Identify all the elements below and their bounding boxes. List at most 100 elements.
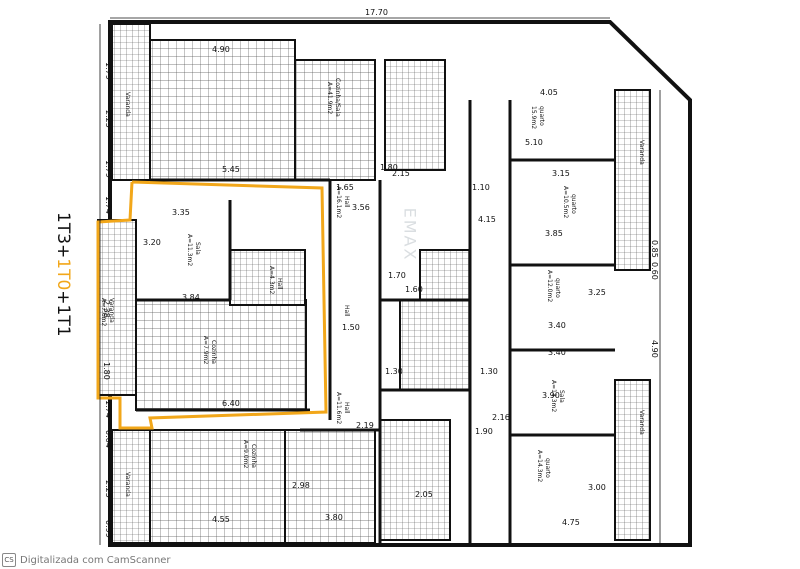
dim-v10: 2.15 (392, 169, 410, 178)
watermark: EMAX (400, 207, 420, 262)
dim-v13: 2.16 (492, 413, 510, 422)
dim-left-e: 2.38 (102, 300, 111, 318)
label-sala-1t0: Sala (194, 242, 201, 255)
dim-right-edge-a: 4.90 (650, 340, 659, 358)
dim-v15: 3.20 (143, 238, 161, 247)
dim-v9: 1.10 (472, 183, 490, 192)
dim-right-edge-b: 0.85 (650, 240, 659, 258)
dim-left-j: 0.99 (104, 520, 113, 538)
left-dimension-labels: 1.79 2.25 1.79 1.74 2.38 1.80 1.74 0.64 … (102, 62, 659, 538)
dim-v7: 1.50 (342, 323, 360, 332)
label-hall-mid: Hall (343, 305, 350, 317)
label-varanda-tl: Varanda (124, 92, 131, 117)
dim-left-f: 1.80 (102, 362, 111, 380)
label-quarto-4-area: A=14.3m2 (536, 450, 543, 482)
label-cozinha-1t0-area: A=7.9m2 (202, 336, 209, 365)
label-hall-1t0: Hall (276, 278, 283, 290)
apartment-types-highlight: 1T0 (53, 258, 73, 290)
scanner-footer: CS Digitalizada com CamScanner (2, 553, 171, 567)
label-sala-r: Sala (558, 390, 565, 403)
dim-v8: 1.80 (380, 163, 398, 172)
dim-top-room: 4.90 (212, 45, 230, 54)
label-hall-top: Hall (343, 196, 350, 208)
dim-cozinha-width: 3.84 (182, 293, 200, 302)
dim-v2: 4.15 (478, 215, 496, 224)
label-varanda-br: Varanda (638, 410, 645, 435)
label-varanda-bl: Varanda (124, 472, 131, 497)
dim-v6: 2.98 (292, 481, 310, 490)
label-varanda-tr: Varanda (638, 140, 645, 165)
dim-v4: 3.90 (542, 391, 560, 400)
dimension-labels: 17.70 4.90 5.45 3.35 3.84 6.40 4.05 5.10… (143, 8, 606, 527)
dim-right-c: 3.40 (548, 321, 566, 330)
dimension-lines (99, 17, 661, 545)
dim-stair-d: 1.90 (475, 427, 493, 436)
label-quarto-2-area: A=10.5m2 (562, 186, 569, 218)
label-hall-top-area: A=16.1m2 (335, 186, 342, 218)
label-cozinha-bottom-area: A=9.0m2 (242, 440, 249, 469)
varanda-bottom-left (111, 429, 151, 544)
dim-bottom-b: 3.80 (325, 513, 343, 522)
label-quarto-3: quarto (554, 278, 561, 298)
dim-stair-c: 1.30 (480, 367, 498, 376)
room-top-left (149, 39, 296, 181)
label-hall-bottom: Hall (343, 402, 350, 414)
kitchen-1t0 (135, 299, 307, 411)
dim-right-edge-c: 0.60 (650, 262, 659, 280)
dim-v5: 3.00 (588, 483, 606, 492)
dim-left-a: 1.79 (104, 62, 113, 80)
dim-sala-width: 3.35 (172, 208, 190, 217)
bath-top (384, 59, 446, 171)
tiled-floors (97, 23, 651, 544)
dim-right-a: 3.15 (552, 169, 570, 178)
kitchen-bottom (284, 429, 376, 544)
label-hall-bottom-area: A=11.6m2 (335, 392, 342, 424)
dim-v12: 1.60 (405, 285, 423, 294)
label-varanda-1t0-area: A=7.6m2 (100, 298, 107, 327)
label-varanda-1t0: Varanda (108, 298, 115, 323)
label-quarto-2: quarto (570, 194, 577, 214)
dim-left-g: 1.74 (104, 400, 113, 418)
label-quarto-3-area: A=12.0m2 (546, 270, 553, 302)
label-hall-1t0-area: A=4.3m2 (268, 266, 275, 295)
label-cozinha-1t0: Cozinha (210, 340, 217, 364)
dim-right-b: 3.85 (545, 229, 563, 238)
label-cozinha-bottom: Cozinha (250, 444, 257, 468)
dim-total-width: 17.70 (365, 8, 388, 17)
apartment-types-suffix: +1T1 (53, 290, 73, 336)
dim-v3: 3.25 (588, 288, 606, 297)
label-sala-r-area: A=13.3m2 (550, 380, 557, 412)
room-labels: Sala A=11.3m2 Cozinha A=7.9m2 Hall A=4.3… (100, 78, 645, 497)
dim-left-c: 1.79 (104, 160, 113, 178)
dim-bottom-c: 4.75 (562, 518, 580, 527)
kitchen-top (294, 59, 376, 181)
stairwell (399, 299, 471, 391)
footer-text: Digitalizada com CamScanner (20, 554, 171, 566)
building-outline (108, 20, 692, 547)
varanda-top-left (111, 23, 151, 181)
hall-1t0 (229, 249, 306, 306)
bath-bottom (379, 419, 451, 541)
apartment-types-prefix: 1T3+ (53, 212, 73, 258)
label-cozinha-top-area: A=41.9m2 (326, 82, 333, 114)
dim-v1: 3.56 (352, 203, 370, 212)
dim-lower-width: 6.40 (222, 399, 240, 408)
label-cozinha-top: Cozinha/Sala (334, 78, 341, 117)
dim-right-d: 3.40 (548, 348, 566, 357)
dim-right-mid: 5.10 (525, 138, 543, 147)
dim-v11: 1.65 (336, 183, 354, 192)
varanda-top-right (614, 89, 651, 271)
dim-stair-a: 1.70 (388, 271, 406, 280)
dim-bottom-d: 2.05 (415, 490, 433, 499)
dim-corridor: 5.45 (222, 165, 240, 174)
apartment-types-label: 1T3+1T0+1T1 (53, 212, 73, 337)
dim-left-i: 2.25 (104, 480, 113, 498)
label-quarto-1-area: 15.9m2 (530, 106, 537, 129)
varanda-bottom-right (614, 379, 651, 541)
interior-walls (136, 100, 615, 545)
label-quarto-4: quarto (544, 458, 551, 478)
dim-bottom-a: 4.55 (212, 515, 230, 524)
room-bottom-left (149, 429, 301, 544)
apartment-1t0-outline (96, 180, 328, 430)
